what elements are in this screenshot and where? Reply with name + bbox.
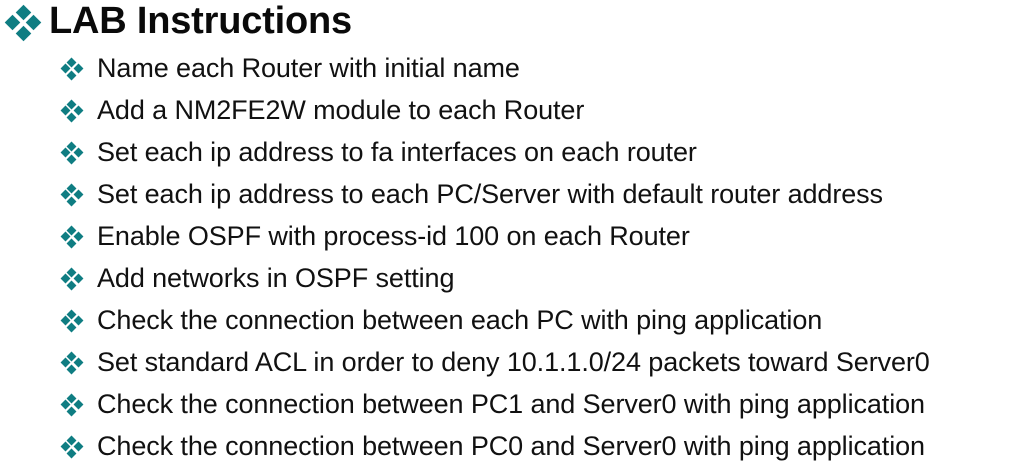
list-item-label: Check the connection between PC1 and Ser…: [97, 388, 925, 419]
diamond-cluster-icon: [60, 141, 83, 164]
list-item-label: Enable OSPF with process-id 100 on each …: [97, 220, 690, 251]
list-item: Enable OSPF with process-id 100 on each …: [60, 215, 1032, 257]
list-item-label: Set each ip address to each PC/Server wi…: [97, 178, 883, 209]
diamond-cluster-icon: [60, 309, 83, 332]
diamond-cluster-icon: [4, 4, 42, 41]
list-item: Set each ip address to each PC/Server wi…: [60, 173, 1032, 215]
diamond-cluster-icon: [60, 99, 83, 122]
list-item-label: Check the connection between PC0 and Ser…: [97, 430, 925, 461]
diamond-cluster-icon: [60, 225, 83, 248]
instruction-list: Name each Router with initial name Add a…: [60, 47, 1032, 467]
list-item: Check the connection between PC0 and Ser…: [60, 425, 1032, 467]
list-item: Set each ip address to fa interfaces on …: [60, 131, 1032, 173]
diamond-cluster-icon: [60, 267, 83, 290]
diamond-cluster-icon: [60, 351, 83, 374]
list-item: Check the connection between PC1 and Ser…: [60, 383, 1032, 425]
diamond-cluster-icon: [60, 57, 83, 80]
list-item-label: Name each Router with initial name: [97, 52, 520, 83]
diamond-cluster-icon: [60, 435, 83, 458]
list-item: Set standard ACL in order to deny 10.1.1…: [60, 341, 1032, 383]
list-item: Add networks in OSPF setting: [60, 257, 1032, 299]
list-item-label: Set each ip address to fa interfaces on …: [97, 136, 697, 167]
list-item: Check the connection between each PC wit…: [60, 299, 1032, 341]
page-title: LAB Instructions: [49, 0, 352, 42]
list-item: Add a NM2FE2W module to each Router: [60, 89, 1032, 131]
diamond-cluster-icon: [60, 393, 83, 416]
list-item-label: Set standard ACL in order to deny 10.1.1…: [97, 346, 930, 377]
diamond-cluster-icon: [60, 183, 83, 206]
slide-title-row: LAB Instructions: [4, 0, 352, 42]
list-item-label: Add a NM2FE2W module to each Router: [97, 94, 585, 125]
list-item-label: Check the connection between each PC wit…: [97, 304, 823, 335]
list-item: Name each Router with initial name: [60, 47, 1032, 89]
list-item-label: Add networks in OSPF setting: [97, 262, 455, 293]
